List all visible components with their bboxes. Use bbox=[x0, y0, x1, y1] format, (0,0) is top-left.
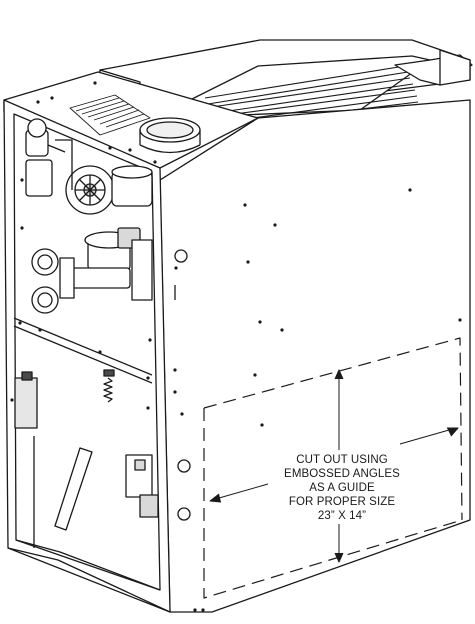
pressure-switch-icon bbox=[25, 118, 73, 197]
height-dimension-arrow bbox=[334, 369, 344, 563]
side-knockouts bbox=[174, 249, 191, 521]
cutout-instructions: CUT OUT USING EMBOSSED ANGLES AS A GUIDE… bbox=[262, 453, 422, 523]
screws bbox=[10, 81, 462, 612]
callout-line-2: EMBOSSED ANGLES bbox=[284, 468, 400, 480]
flue-collar-icon bbox=[139, 117, 201, 154]
vent-grille-icon bbox=[69, 94, 151, 136]
callout-line-5: 23” X 14” bbox=[317, 510, 367, 522]
callout-line-1: CUT OUT USING bbox=[296, 454, 388, 466]
callout-line-4: FOR PROPER SIZE bbox=[288, 496, 396, 508]
width-dimension-arrow bbox=[209, 427, 459, 503]
gas-valve-icon bbox=[71, 227, 153, 301]
return-plenum bbox=[99, 39, 473, 135]
callout-line-3: AS A GUIDE bbox=[309, 482, 375, 494]
right-side-panel bbox=[159, 99, 471, 613]
inducer-fan-icon bbox=[65, 165, 153, 215]
cutout-guide bbox=[203, 337, 463, 599]
electrical-box-icon bbox=[14, 371, 38, 429]
limit-switch-spring-icon bbox=[103, 369, 115, 403]
left-ports bbox=[31, 248, 75, 314]
control-board-icon bbox=[125, 454, 159, 518]
